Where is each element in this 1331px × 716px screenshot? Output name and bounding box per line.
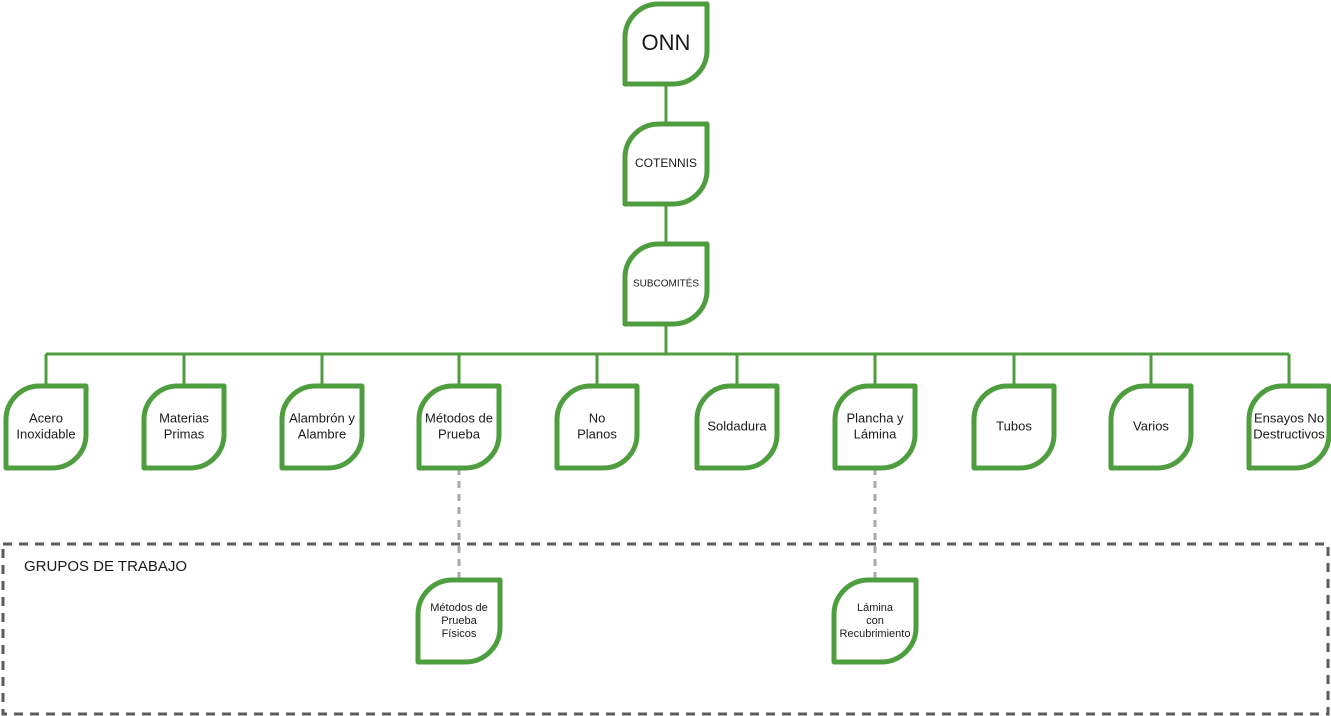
subcommittee-no-planos-shape xyxy=(554,383,640,471)
subcommittee-alambron-y-alambre-label-line: Alambre xyxy=(298,426,346,441)
subcommittee-soldadura: Soldadura xyxy=(694,383,780,471)
subcommittee-tubos: Tubos xyxy=(971,383,1057,471)
subcommittee-tubos-label-line: Tubos xyxy=(996,418,1032,433)
working-group-lamina-con-recubrimiento-label-line: con xyxy=(866,615,884,627)
working-groups-title: GRUPOS DE TRABAJO xyxy=(24,558,187,575)
subcommittee-materias-primas-label-line: Primas xyxy=(164,426,205,441)
subcommittee-soldadura-shape xyxy=(694,383,780,471)
root-node: ONN xyxy=(622,1,710,87)
working-group-lamina-con-recubrimiento-label-line: Recubrimiento xyxy=(840,628,911,640)
root-node-shape xyxy=(622,1,710,87)
working-group-lamina-con-recubrimiento-label-line: Lámina xyxy=(857,602,894,614)
subcommittee-materias-primas-label-line: Materias xyxy=(159,410,209,425)
subcommittee-plancha-y-lamina-label-line: Lámina xyxy=(854,426,897,441)
subcommittee-varios-shape xyxy=(1108,383,1194,471)
subcommittees-node: SUBCOMITÉS xyxy=(622,241,710,327)
working-groups-frame xyxy=(1,542,1330,716)
subcommittee-ensayos-no-destructivos-label-line: Destructivos xyxy=(1253,426,1325,441)
committee-node: COTENNIS xyxy=(622,121,710,207)
subcommittee-metodos-de-prueba-shape xyxy=(416,383,502,471)
committee-node-label-line: COTENNIS xyxy=(635,156,697,170)
subcommittee-soldadura-label-line: Soldadura xyxy=(707,418,767,433)
subcommittee-no-planos-label-line: Planos xyxy=(577,426,617,441)
subcommittees-node-label-line: SUBCOMITÉS xyxy=(633,277,699,290)
subcommittee-acero-inoxidable-label-line: Inoxidable xyxy=(16,426,75,441)
subcommittee-alambron-y-alambre-shape xyxy=(279,383,365,471)
subcommittee-ensayos-no-destructivos-label-line: Ensayos No xyxy=(1254,410,1324,425)
working-group-metodos-de-prueba-fisicos-shape xyxy=(415,577,503,665)
subcommittee-ensayos-no-destructivos-shape xyxy=(1246,383,1331,471)
subcommittee-plancha-y-lamina-label-line: Plancha y xyxy=(846,410,904,425)
working-group-lamina-con-recubrimiento-shape xyxy=(831,577,919,665)
subcommittees-node-shape xyxy=(622,241,710,327)
subcommittee-varios: Varios xyxy=(1108,383,1194,471)
subcommittee-tubos-shape xyxy=(971,383,1057,471)
working-group-metodos-de-prueba-fisicos-label-line: Físicos xyxy=(442,628,477,640)
subcommittee-acero-inoxidable-label-line: Acero xyxy=(29,410,63,425)
subcommittee-plancha-y-lamina-shape xyxy=(832,383,918,471)
subcommittee-metodos-de-prueba-label-line: Prueba xyxy=(438,426,481,441)
subcommittee-acero-inoxidable-shape xyxy=(3,383,89,471)
subcommittee-materias-primas-shape xyxy=(141,383,227,471)
subcommittee-no-planos-label-line: No xyxy=(589,410,606,425)
subcommittee-varios-label-line: Varios xyxy=(1133,418,1169,433)
subcommittee-metodos-de-prueba-label-line: Métodos de xyxy=(425,410,493,425)
working-group-metodos-de-prueba-fisicos-label-line: Prueba xyxy=(441,615,477,627)
committee-node-shape xyxy=(622,121,710,207)
subcommittee-alambron-y-alambre-label-line: Alambrón y xyxy=(289,410,355,425)
root-node-label-line: ONN xyxy=(642,30,691,55)
working-group-metodos-de-prueba-fisicos-label-line: Métodos de xyxy=(430,602,487,614)
